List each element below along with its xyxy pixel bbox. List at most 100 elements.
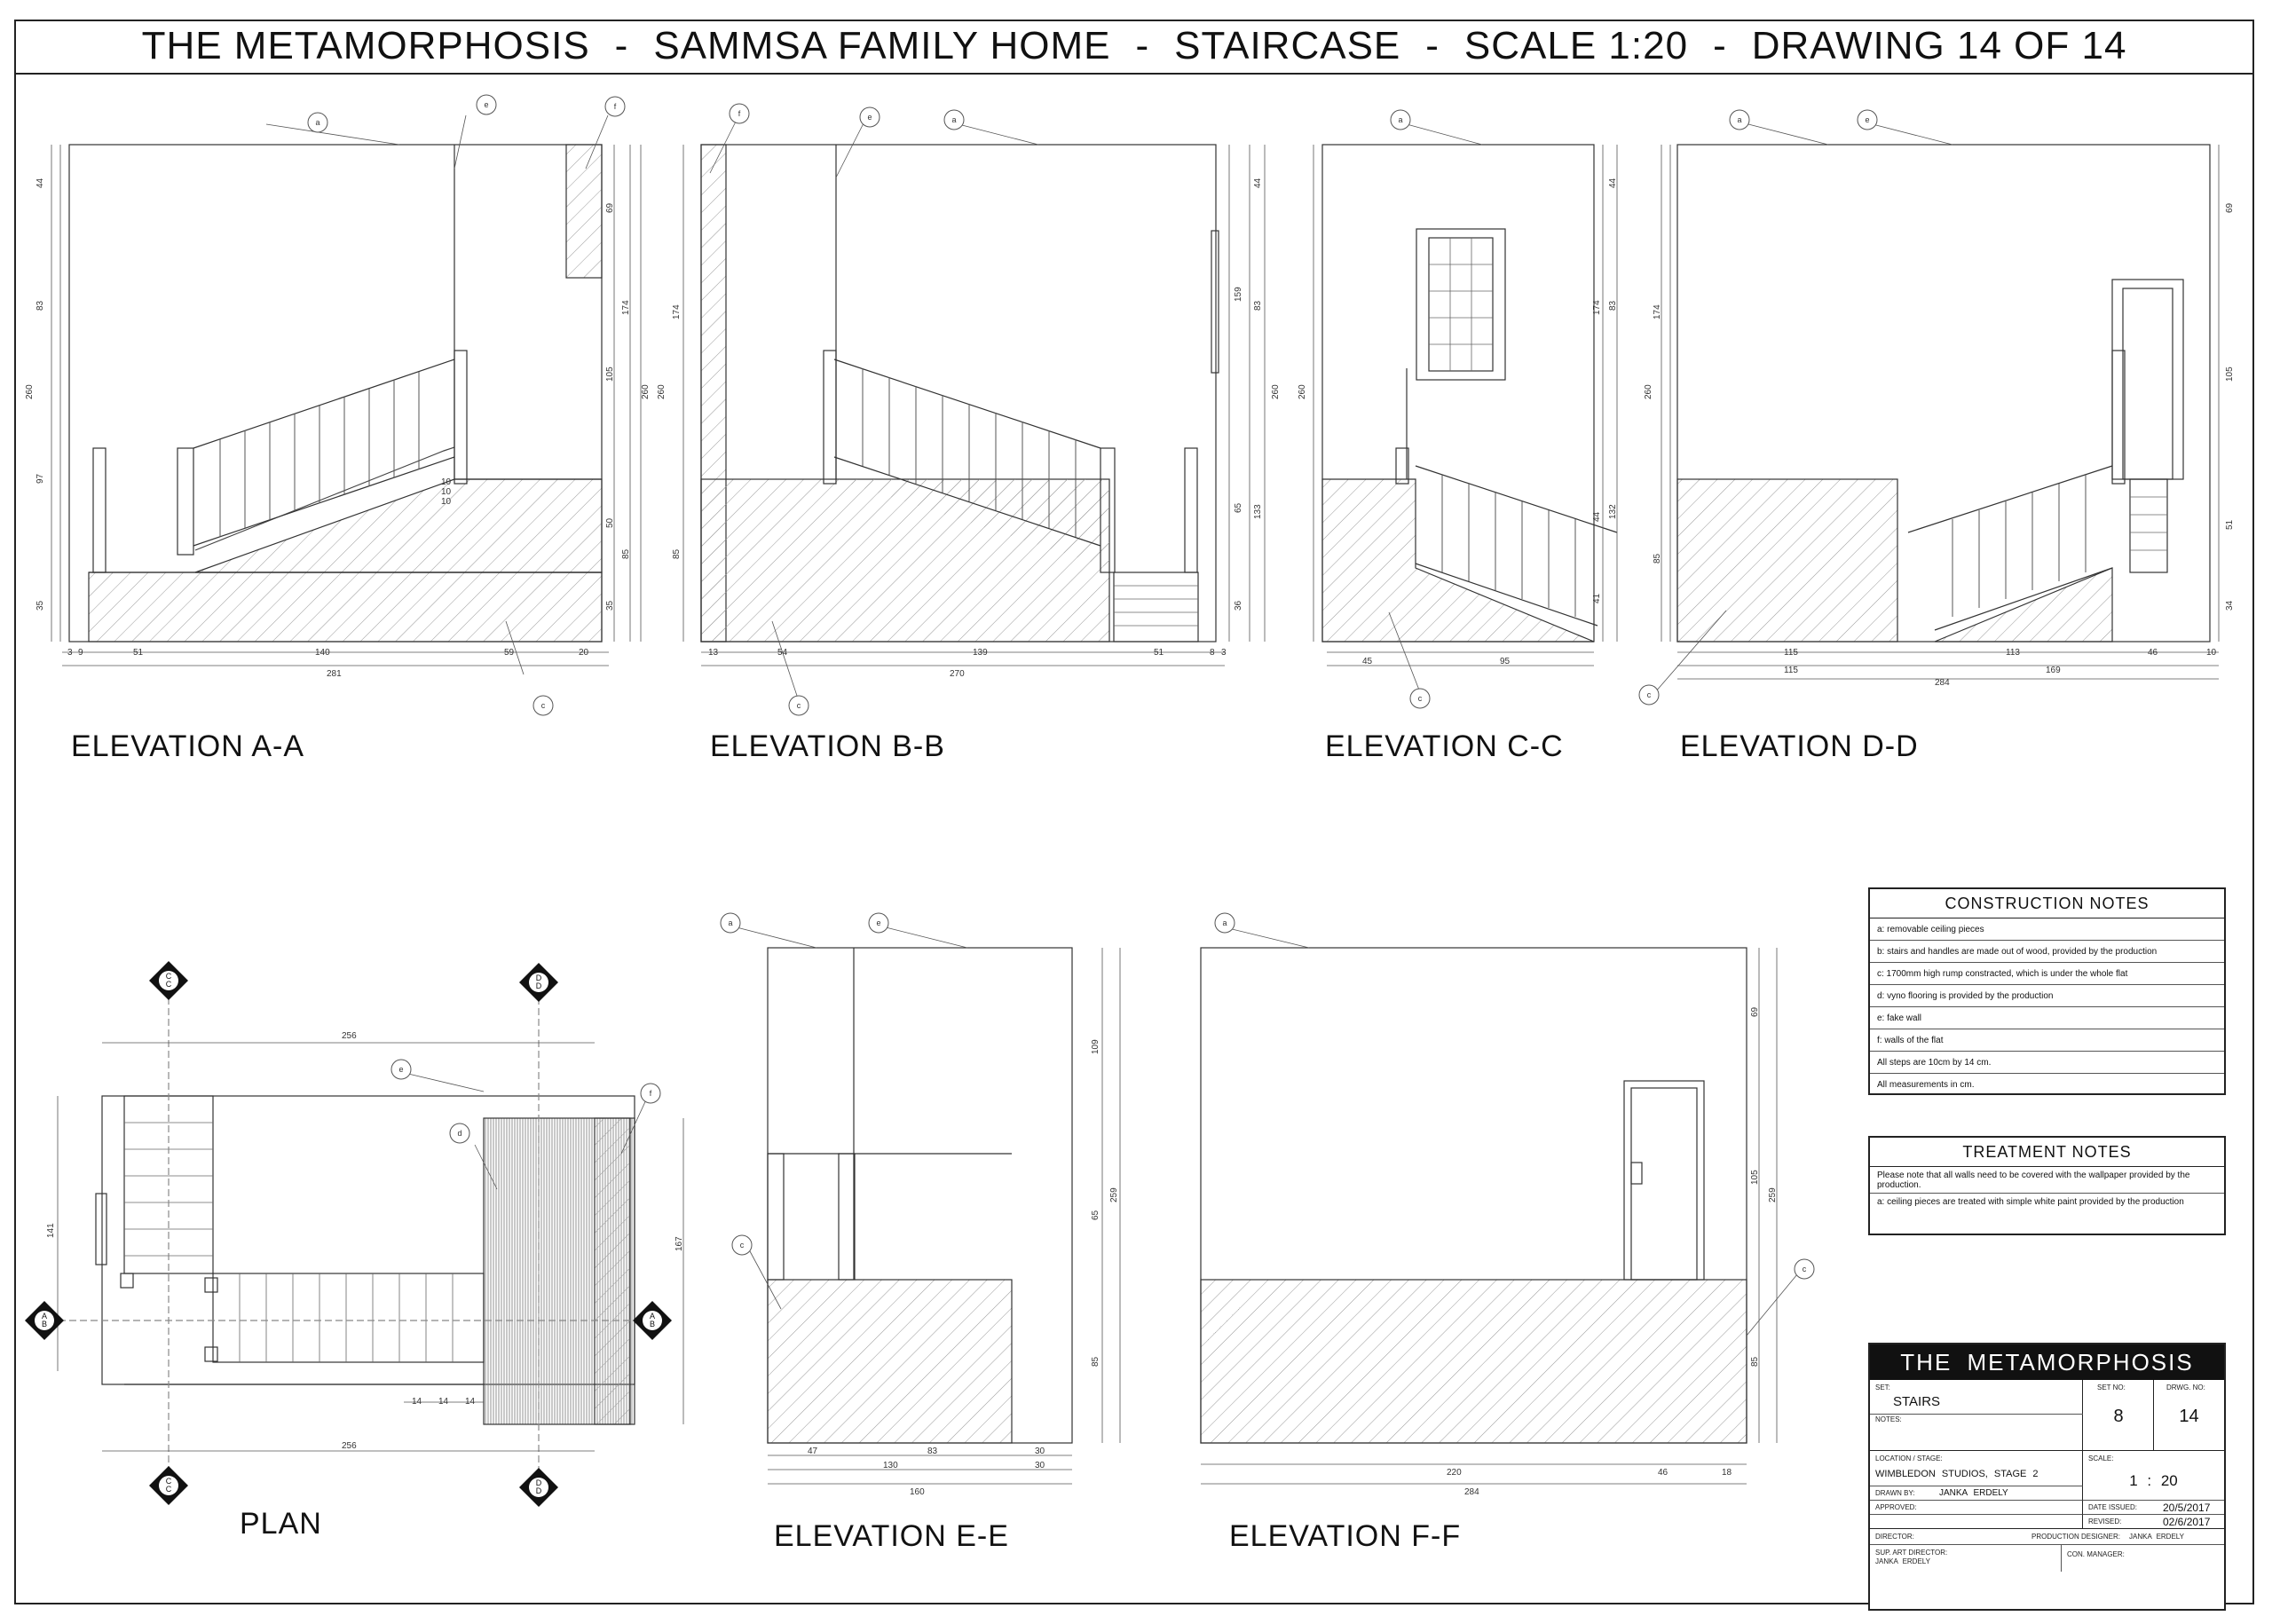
tb-date-issued-label: DATE ISSUED:: [2088, 1503, 2137, 1511]
dim-a-total: 281: [327, 669, 342, 679]
elevation-d-dims: 115 113 46 10 115 169 284 174 85 260 69 …: [1644, 202, 2235, 688]
dim-a-top-2: 51: [133, 648, 144, 658]
dim-d-left-1: 85: [1653, 553, 1662, 564]
elevation-f-dims: 69 105 85 259 220 46 18 284: [1447, 1006, 1778, 1497]
marker-letter: B: [42, 1320, 47, 1328]
dim-plan-bottom: 256: [342, 1441, 357, 1451]
tb-production-designer-value: JANKA ERDELY: [2129, 1533, 2184, 1541]
dim-f-bottom-1: 46: [1658, 1468, 1668, 1478]
sheet-border: [14, 20, 2254, 1604]
elevation-f-drawing: [1200, 947, 1747, 1444]
dim-c-right-1: 83: [1608, 300, 1618, 311]
tb-drwg-no-cell: DRWG. NO: 14: [2154, 1380, 2224, 1451]
dim-a-left-2: 97: [36, 473, 45, 484]
title-drawing-number: DRAWING 14 OF 14: [1751, 24, 2127, 67]
tb-sup-art-director-label: SUP. ART DIRECTOR:: [1875, 1549, 1948, 1557]
tb-scale-value: 1 : 20: [2129, 1472, 2178, 1489]
callout-d-plan: d: [449, 1123, 470, 1144]
dim-e-bottom2-1: 30: [1035, 1461, 1045, 1470]
dim-c-right-2: 44: [1592, 511, 1602, 522]
marker-letter: D: [536, 974, 542, 982]
callout-label: f: [614, 102, 617, 111]
dim-a-step-2: 10: [441, 497, 452, 507]
elevation-c-drawing: [1321, 144, 1618, 643]
tb-drwg-no-value: 14: [2179, 1407, 2199, 1426]
title-block-project: THE METAMORPHOSIS: [1870, 1344, 2224, 1380]
callout-a-elev-e: a: [720, 912, 741, 934]
treatment-note: a: ceiling pieces are treated with simpl…: [1877, 1197, 2184, 1207]
dim-e-bottom-2: 30: [1035, 1447, 1045, 1456]
callout-a-elev-a: a: [307, 112, 328, 133]
tb-set-cell: SET: STAIRS NOTES:: [1870, 1380, 2083, 1451]
tb-director-label: DIRECTOR:: [1875, 1533, 1914, 1541]
callout-f-elev-b: f: [729, 103, 750, 124]
title-location: SAMMSA FAMILY HOME: [653, 24, 1111, 67]
dim-d-right-0: 69: [2225, 202, 2235, 213]
dim-c-right-0: 44: [1608, 177, 1618, 188]
elevation-d-drawing: [1676, 144, 2211, 643]
dim-b-left-total: 260: [657, 384, 667, 399]
label-elevation-e: ELEVATION E-E: [774, 1519, 1009, 1553]
elevation-b-drawing: [700, 144, 1219, 643]
label-elevation-d: ELEVATION D-D: [1680, 729, 1919, 763]
callout-c-elev-e: c: [731, 1234, 753, 1256]
dim-d-top-3: 10: [2206, 648, 2217, 658]
dim-f-right-2: 85: [1750, 1356, 1760, 1367]
tb-set-no-label: SET NO:: [2097, 1384, 2126, 1391]
dim-plan-step-1: 14: [438, 1397, 449, 1407]
dim-d-total: 284: [1935, 678, 1950, 688]
title-sep-1: -: [614, 24, 629, 67]
dim-a-top-1: 9: [78, 648, 83, 658]
label-elevation-b: ELEVATION B-B: [710, 729, 945, 763]
callout-label: f: [738, 109, 741, 118]
label-elevation-a: ELEVATION A-A: [71, 729, 305, 763]
dim-b-right-1: 83: [1253, 300, 1263, 311]
tb-sup-art-director-value: JANKA ERDELY: [1875, 1557, 1930, 1565]
dim-b-right-159: 159: [1234, 287, 1243, 302]
tb-scale-label: SCALE:: [2088, 1455, 2114, 1462]
callout-label: e: [1865, 115, 1869, 124]
tb-set-label: SET:: [1875, 1384, 1890, 1391]
callout-label: f: [650, 1089, 652, 1098]
dim-f-total: 284: [1464, 1487, 1479, 1497]
dim-a-left-total: 260: [25, 384, 35, 399]
callout-e-elev-a: e: [476, 94, 497, 115]
callout-c-elev-f: c: [1794, 1258, 1815, 1280]
callout-label: c: [740, 1241, 745, 1250]
construction-notes-box: CONSTRUCTION NOTES a: removable ceiling …: [1868, 887, 2226, 1095]
callout-label: a: [1222, 918, 1227, 927]
dim-a-right-85: 85: [621, 548, 631, 559]
dim-a-top-5: 20: [579, 648, 589, 658]
callout-label: a: [1398, 115, 1402, 124]
marker-letter: C: [166, 980, 172, 989]
label-elevation-f: ELEVATION F-F: [1229, 1519, 1462, 1553]
tb-director-cell: DIRECTOR: PRODUCTION DESIGNER: JANKA ERD…: [1870, 1529, 2224, 1545]
dim-a-right-1: 105: [605, 367, 615, 382]
elevation-c-dimension-lines: [1313, 123, 1618, 693]
dim-e-bottom-0: 47: [808, 1447, 818, 1456]
treatment-notes-title: TREATMENT NOTES: [1870, 1138, 2224, 1167]
dim-plan-right: 167: [674, 1236, 684, 1251]
callout-a-elev-c: a: [1390, 109, 1411, 130]
tb-blank-cell: [1870, 1515, 2083, 1529]
section-marker-dd-bottom: D D: [519, 1468, 558, 1507]
tb-date-issued-value: 20/5/2017: [2163, 1502, 2211, 1514]
dim-c-top-1: 95: [1500, 657, 1511, 666]
dim-e-bottom2-0: 130: [883, 1461, 898, 1470]
dim-a-right-total: 260: [641, 384, 651, 399]
dim-b-right-0: 44: [1253, 177, 1263, 188]
dim-b-total: 270: [950, 669, 965, 679]
tb-revised-cell: REVISED: 02/6/2017: [2083, 1515, 2224, 1529]
elevation-a-dimension-lines: [51, 114, 642, 675]
marker-letter: D: [536, 1486, 542, 1495]
callout-a-elev-f: a: [1214, 912, 1235, 934]
dim-d-top-0: 115: [1784, 648, 1798, 658]
dim-plan-left: 141: [46, 1223, 56, 1238]
dim-d-left-0: 174: [1653, 304, 1662, 319]
marker-letter: A: [42, 1312, 47, 1320]
dim-a-step-1: 10: [441, 487, 452, 497]
callout-f-plan: f: [640, 1083, 661, 1104]
dim-c-right-174: 174: [1592, 300, 1602, 315]
dim-a-left-1: 83: [36, 300, 45, 311]
